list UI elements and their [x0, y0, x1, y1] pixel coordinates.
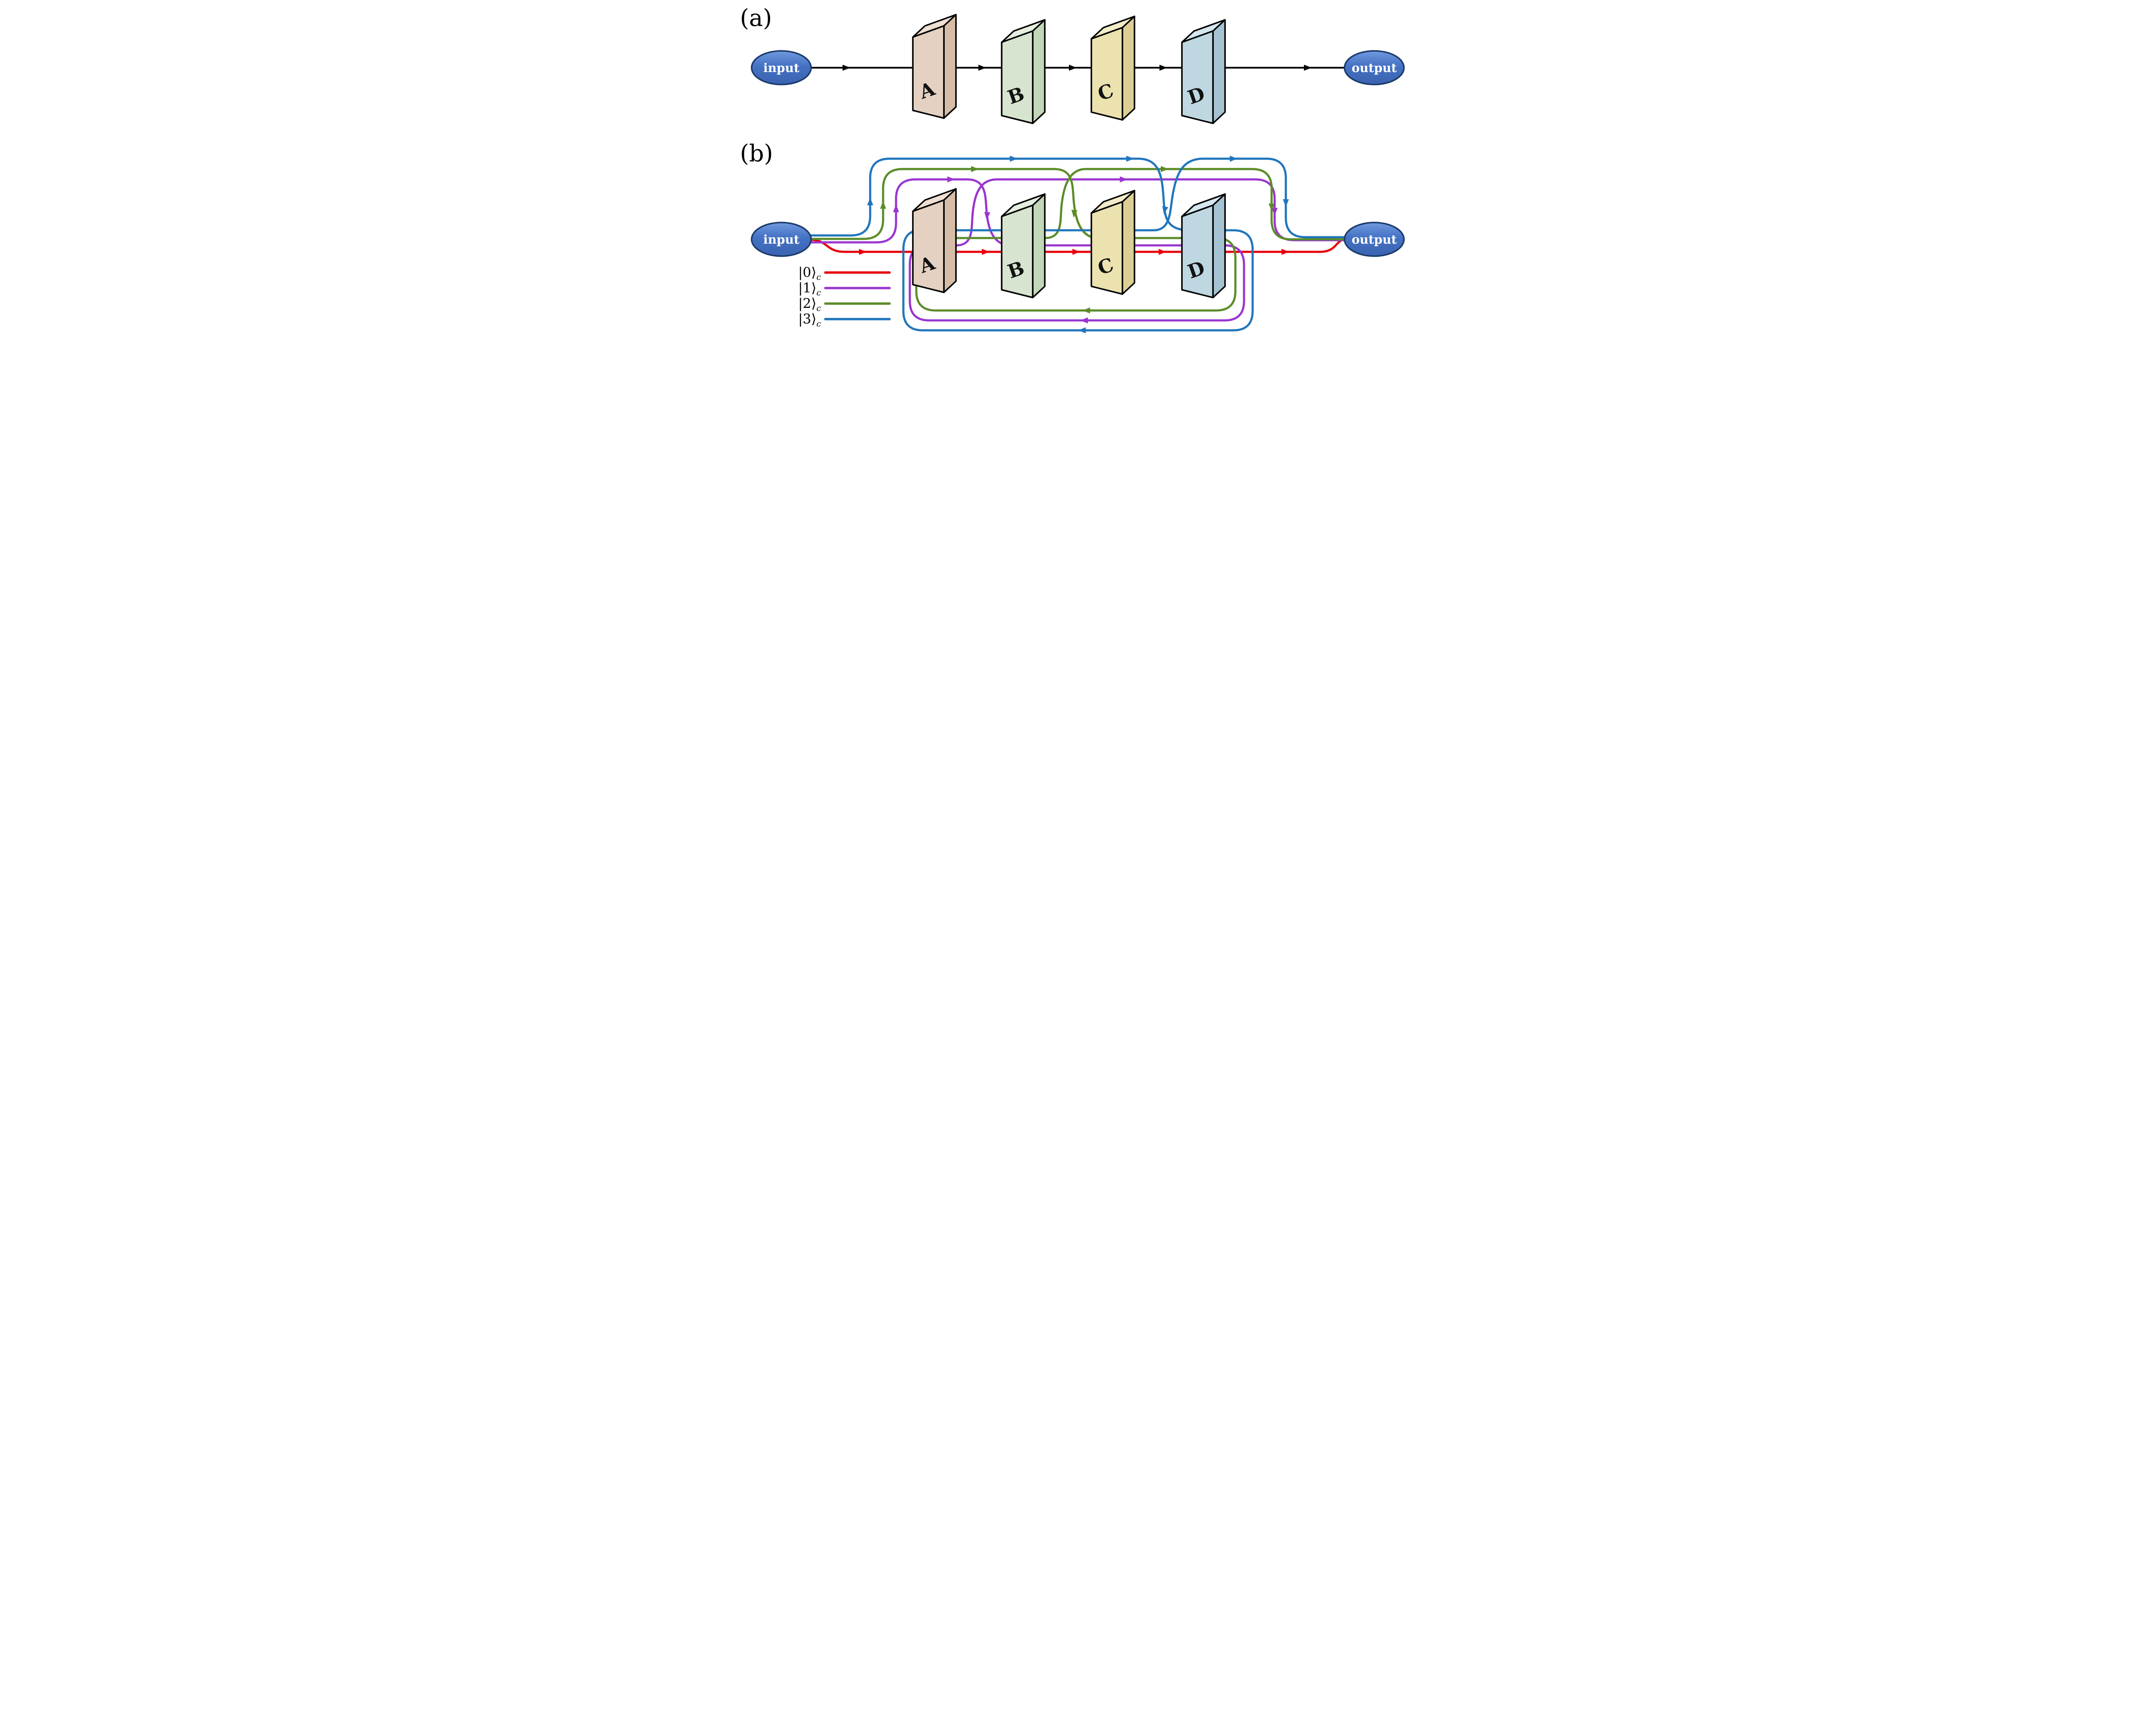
gate-d-panel-b: D	[1181, 193, 1226, 298]
legend-row-3: |3⟩c	[798, 311, 891, 329]
output-node-panel-a: output	[1344, 50, 1405, 85]
purple-arrowhead-icon	[1272, 208, 1278, 216]
red-arrowhead-icon	[859, 249, 867, 255]
black-arrowhead-icon	[1304, 65, 1312, 71]
gate-side-face	[1032, 19, 1046, 124]
gate-side-face	[943, 14, 957, 119]
gate-side-face	[1212, 19, 1226, 124]
black-arrowhead-icon	[843, 65, 850, 71]
gate-c-panel-a: C	[1091, 16, 1135, 121]
green-arrowhead-icon	[1269, 204, 1275, 211]
wire-control-3-blue	[809, 157, 1346, 332]
output-ellipse	[1344, 50, 1405, 85]
blue-arrowhead-icon	[1010, 156, 1018, 162]
legend-row-1: |1⟩c	[798, 280, 891, 298]
purple-arrowhead-icon	[947, 176, 955, 182]
blue-arrowhead-icon	[867, 198, 873, 205]
red-arrowhead-icon	[982, 249, 990, 255]
gate-b-panel-b: B	[1001, 193, 1046, 298]
red-arrowhead-icon	[1072, 249, 1080, 255]
figure: (a) A B C D input	[733, 0, 1423, 344]
black-arrowhead-icon	[1159, 65, 1167, 71]
gate-front-face	[1181, 30, 1214, 124]
blue-arrowhead-icon	[1283, 199, 1289, 207]
legend: |0⟩c |1⟩c |2⟩c |3⟩c	[798, 265, 891, 329]
input-node-panel-a: input	[751, 50, 812, 85]
input-label: input	[763, 61, 799, 75]
green-arrowhead-icon	[971, 166, 979, 172]
gate-front-face	[1091, 201, 1123, 295]
gate-side-face	[1122, 16, 1135, 121]
gate-side-face	[1122, 190, 1135, 295]
blue-arrowhead-icon	[1126, 156, 1134, 162]
green-arrowhead-icon	[1082, 307, 1090, 314]
purple-arrowhead-icon	[984, 212, 990, 220]
gate-front-face	[1091, 27, 1123, 121]
input-ellipse	[751, 50, 812, 85]
purple-arrowhead-icon	[1120, 176, 1128, 182]
gate-d-panel-a: D	[1181, 19, 1226, 124]
purple-arrowhead-icon	[893, 204, 899, 212]
legend-ket-1: |1⟩c	[798, 280, 821, 298]
panel-a: (a) A B C D input	[740, 4, 1405, 124]
output-node-panel-b: output	[1344, 222, 1405, 257]
green-arrowhead-icon	[1161, 166, 1169, 172]
blue-arrowhead-icon	[1162, 206, 1169, 214]
legend-row-0: |0⟩c	[798, 265, 891, 282]
gate-front-face	[1001, 30, 1034, 124]
red-arrowhead-icon	[1282, 249, 1289, 255]
input-node-panel-b: input	[751, 222, 812, 257]
red-arrowhead-icon	[1159, 249, 1166, 255]
wire-control-2-green	[809, 168, 1346, 312]
output-ellipse	[1344, 222, 1405, 257]
purple-arrowhead-icon	[1080, 317, 1088, 323]
green-arrowhead-icon	[1071, 210, 1078, 218]
panel-b-label: (b)	[740, 140, 773, 167]
gate-b-panel-a: B	[1001, 19, 1046, 124]
gate-c-panel-b: C	[1091, 190, 1135, 295]
gate-front-face	[1001, 204, 1034, 298]
input-ellipse	[751, 222, 812, 257]
panel-a-label: (a)	[740, 4, 772, 31]
legend-row-2: |2⟩c	[798, 296, 891, 313]
gate-front-face	[912, 199, 945, 293]
panel-b: (b) A B C D	[740, 140, 1405, 332]
gate-a-panel-b: A	[912, 188, 957, 293]
green-arrowhead-icon	[880, 201, 886, 209]
legend-ket-3: |3⟩c	[798, 311, 821, 329]
figure-canvas: (a) A B C D input	[733, 0, 1423, 344]
output-label: output	[1352, 232, 1397, 247]
gate-side-face	[1032, 193, 1046, 298]
wire-control-1-purple	[809, 178, 1346, 322]
input-label: input	[763, 232, 799, 247]
legend-ket-0: |0⟩c	[798, 265, 821, 282]
blue-arrowhead-icon	[1230, 156, 1238, 162]
legend-ket-2: |2⟩c	[798, 296, 821, 313]
gate-side-face	[943, 188, 957, 293]
gate-side-face	[1212, 193, 1226, 298]
gate-front-face	[912, 25, 945, 119]
arrowheads-layer	[843, 65, 1312, 333]
output-label: output	[1352, 61, 1397, 75]
black-arrowhead-icon	[1069, 65, 1077, 71]
black-arrowhead-icon	[978, 65, 986, 71]
gate-a-panel-a: A	[912, 14, 957, 119]
gate-front-face	[1181, 204, 1214, 298]
blue-arrowhead-icon	[1078, 327, 1086, 333]
